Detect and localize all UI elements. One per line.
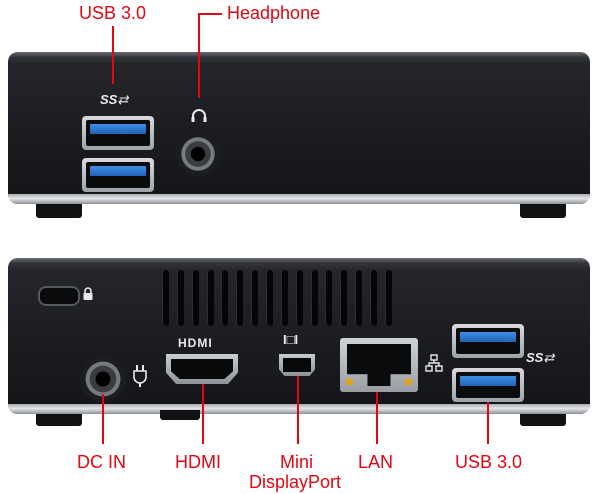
hdmi-label: HDMI — [175, 452, 221, 472]
headphone-jack — [176, 132, 220, 176]
headphone-callout-line-h — [198, 13, 222, 15]
rear-usb-port-top — [452, 324, 524, 358]
hdmi-callout-line — [202, 384, 204, 444]
lan-label: LAN — [358, 452, 394, 472]
dc-in-callout-line — [102, 394, 104, 444]
vent-grille — [162, 270, 392, 326]
usb-rear-label: USB 3.0 — [455, 452, 523, 472]
dc-in-label: DC IN — [77, 452, 126, 472]
mini-displayport-logo: I□I — [283, 332, 299, 347]
rear-foot-right — [520, 414, 566, 426]
lan-port — [340, 338, 418, 392]
usb-front-callout-line — [112, 26, 114, 84]
hdmi-port — [166, 354, 238, 384]
mini-dp-label-line1: Mini — [280, 452, 314, 472]
front-foot-right — [520, 204, 566, 218]
headphone-icon — [190, 109, 208, 123]
lan-callout-line — [376, 392, 378, 444]
kensington-lock-slot — [38, 286, 80, 306]
rear-panel-trim — [8, 404, 590, 414]
front-usb-port-top — [82, 116, 154, 150]
network-icon — [425, 354, 443, 372]
power-plug-icon — [132, 364, 148, 388]
mini-dp-label-line2: DisplayPort — [249, 472, 342, 492]
headphone-label: Headphone — [227, 3, 321, 23]
front-panel-trim — [8, 194, 590, 204]
rear-foot-center — [160, 410, 200, 420]
usb-front-label: USB 3.0 — [79, 3, 147, 23]
usb-rear-callout-line — [487, 402, 489, 444]
hdmi-logo: HDMI — [178, 336, 213, 350]
front-foot-left — [36, 204, 82, 218]
mini-displayport-port — [279, 354, 315, 376]
mini-dp-callout-line — [297, 376, 299, 444]
rear-usb-port-bottom — [452, 368, 524, 402]
superspeed-usb-icon: SS⇄ — [100, 92, 129, 107]
front-usb-port-bottom — [82, 158, 154, 192]
headphone-callout-line-v — [198, 13, 200, 98]
rear-foot-left — [36, 414, 82, 426]
lock-icon — [82, 287, 94, 301]
superspeed-usb-icon: SS⇄ — [526, 350, 555, 365]
